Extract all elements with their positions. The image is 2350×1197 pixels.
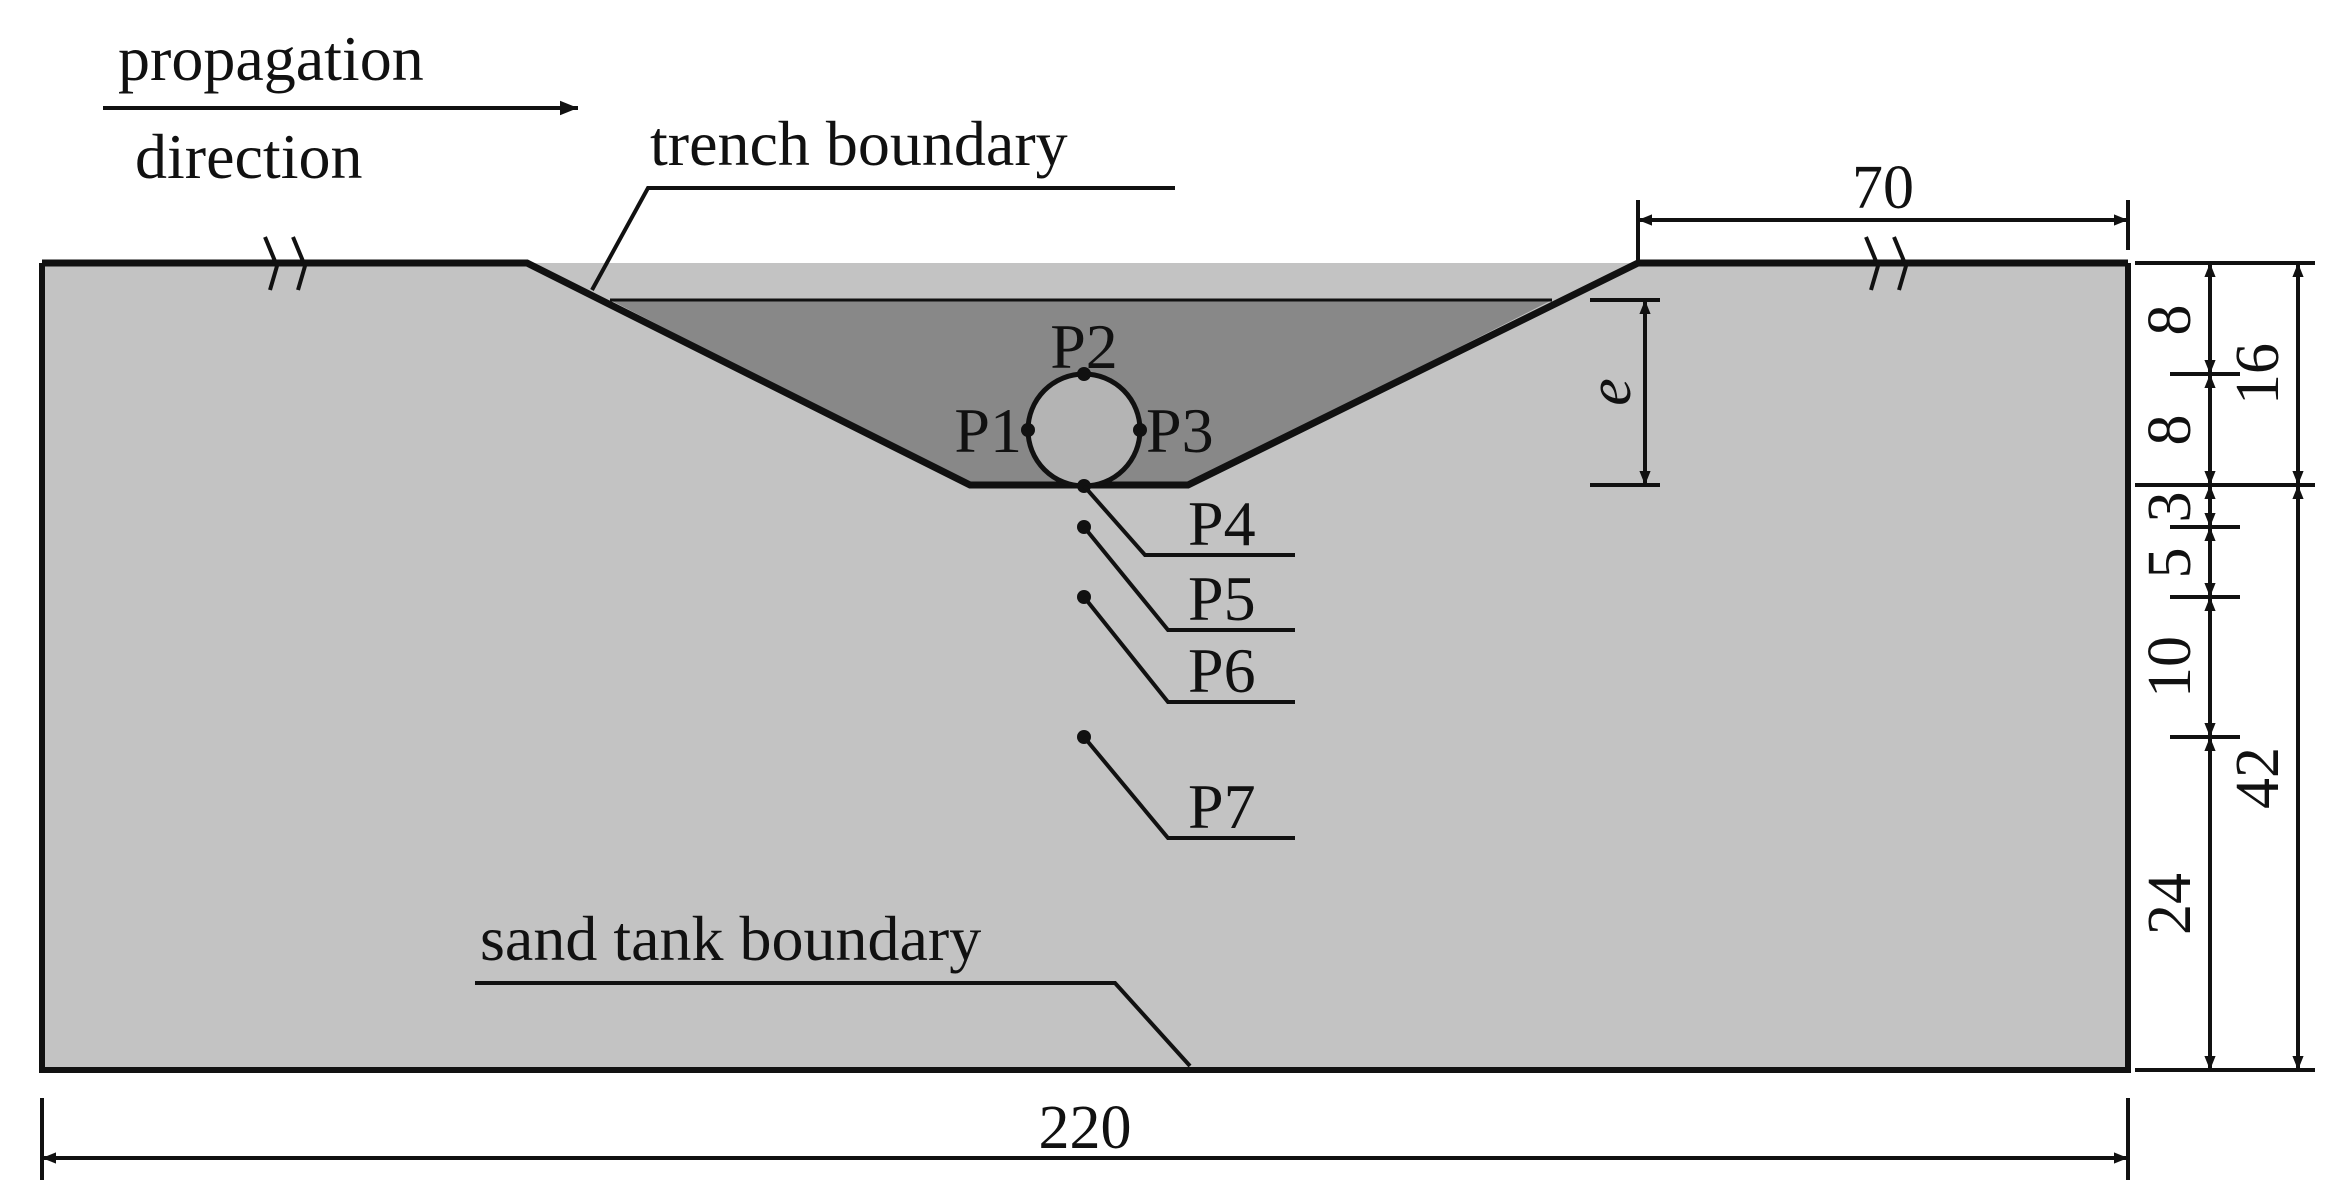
point-p6-label: P6: [1188, 635, 1256, 706]
direction-label: direction: [135, 121, 362, 192]
p4-leader: [1082, 484, 1295, 557]
dim-10-label: 10: [2136, 636, 2204, 698]
dim-42-label: 42: [2224, 747, 2292, 809]
sand-tank-outline: [39, 263, 2131, 1073]
dim-e: [1590, 298, 1660, 487]
dim-16-label: 16: [2224, 343, 2292, 405]
sand-tank-boundary-label: sand tank boundary: [480, 903, 981, 974]
propagation-label: propagation: [118, 23, 424, 94]
point-p3-dot: [1133, 423, 1147, 437]
point-p1-label: P1: [954, 395, 1022, 466]
pipe: [1025, 371, 1143, 489]
point-leaders: [1082, 484, 1295, 840]
p7-leader: [1082, 735, 1295, 840]
p5-leader: [1082, 525, 1295, 632]
dim-8b-label: 8: [2136, 415, 2204, 446]
point-p3-label: P3: [1146, 395, 1214, 466]
dim-trench-side: [1636, 200, 2130, 260]
point-p7-label: P7: [1188, 771, 1256, 842]
sand-tank-boundary-leader: [475, 981, 1192, 1068]
point-p2-dot: [1077, 367, 1091, 381]
point-p4-label: P4: [1188, 488, 1256, 559]
dim-8a-label: 8: [2136, 305, 2204, 336]
break-symbol-left: [263, 236, 308, 291]
sand-tank-soil: [42, 263, 2128, 1070]
trench-boundary-label: trench boundary: [650, 108, 1068, 179]
break-symbol-right: [1864, 236, 1909, 291]
trench-boundary-leader: [590, 186, 1175, 291]
point-p1-dot: [1021, 423, 1035, 437]
dim-24-label: 24: [2136, 873, 2204, 935]
dim-trench-side-label: 70: [1852, 154, 1914, 222]
dim-3-label: 3: [2136, 492, 2204, 523]
dim-total-width-label: 220: [1039, 1094, 1132, 1162]
point-p2-label: P2: [1050, 311, 1118, 382]
p6-leader: [1082, 595, 1295, 704]
dim-e-label: e: [1576, 378, 1644, 406]
point-p5-label: P5: [1188, 563, 1256, 634]
dim-right-chain: [2135, 261, 2315, 1072]
dim-total-width: [40, 1098, 2130, 1180]
dim-5-label: 5: [2136, 548, 2204, 579]
